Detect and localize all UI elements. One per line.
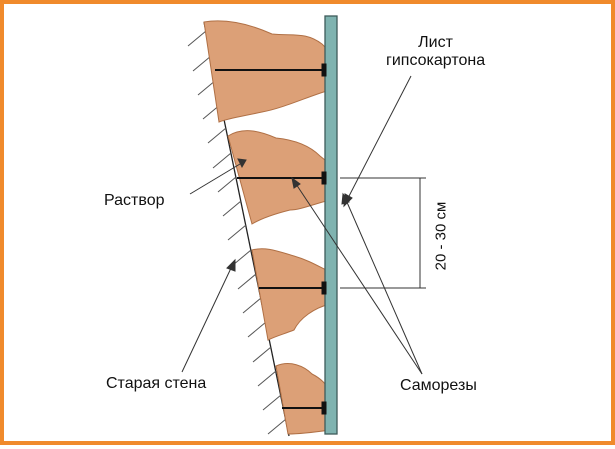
mortar-blobs [203,20,331,435]
label-old-wall: Старая стена [106,375,207,392]
label-drywall-sheet-line2: гипсокартона [386,52,486,70]
leader-mortar [189,163,241,195]
mortar-blob-1 [203,20,331,123]
diagram-canvas [181,15,426,437]
label-drywall-sheet: Лист гипсокартона [386,34,485,71]
label-spacing-text: 20 - 30 см [432,201,450,271]
screws [215,63,327,415]
spacing-dimension [340,177,426,289]
label-screws: Саморезы [400,377,477,394]
leader-old-wall [181,265,233,373]
label-drywall-sheet-line1: Лист [418,34,453,51]
label-mortar: Раствор [104,192,165,209]
old-wall-hatching [187,30,287,435]
drywall-sheet [324,15,338,435]
leader-screws-1 [295,183,423,375]
leader-lines [181,75,423,375]
leader-sheet [346,75,412,201]
leader-screws-2 [345,199,423,375]
mortar-blob-4 [275,363,331,435]
mortar-blob-3 [251,248,331,341]
